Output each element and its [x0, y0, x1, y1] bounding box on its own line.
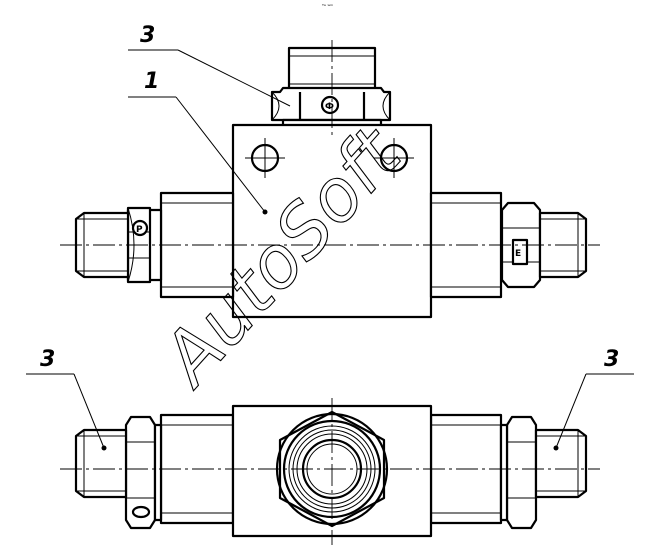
left-stamp-mark: [131, 219, 149, 237]
right-stamp-mark: [511, 238, 529, 266]
bottom-left-stamp-mark: [131, 505, 151, 519]
svg-text:Ф: Ф: [325, 102, 334, 112]
top-caption: ᵀᵃ ʷᵐ: [321, 4, 333, 10]
callout-3-bottom-left: 3: [40, 347, 55, 372]
callouts: 3 1 3 3: [26, 23, 634, 449]
top-stamp-mark: [320, 95, 340, 115]
top-view: Ф Р: [60, 40, 600, 319]
svg-text:Р: Р: [136, 225, 143, 235]
bottom-view: [60, 398, 600, 545]
bottom-right-hex-nut: [505, 415, 538, 530]
top-fitting: Ф: [270, 46, 392, 128]
callout-3-bottom-right: 3: [604, 347, 619, 372]
callout-1-body: 1: [144, 69, 159, 94]
svg-text:Е: Е: [515, 249, 521, 259]
callout-3-top: 3: [140, 23, 155, 48]
